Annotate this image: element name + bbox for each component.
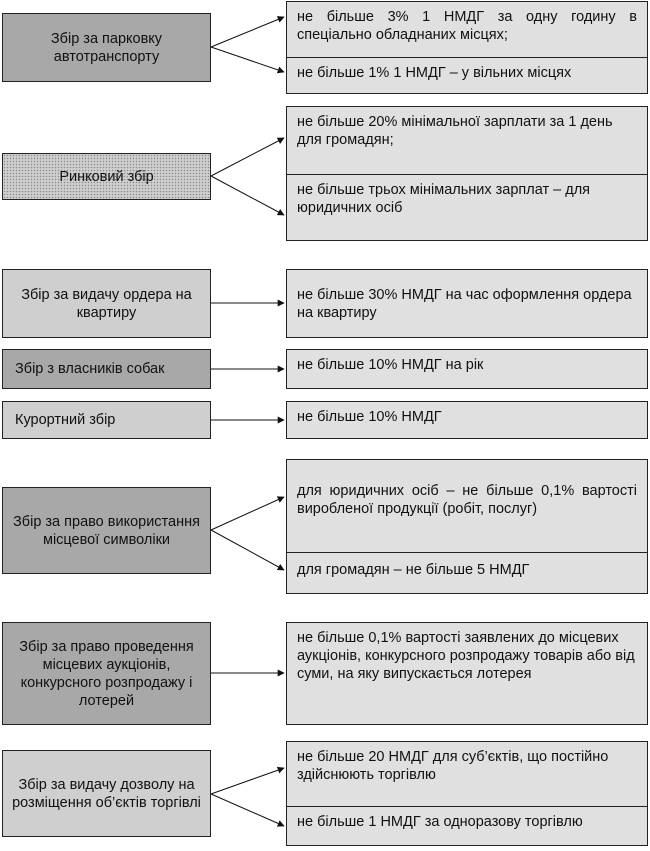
- fee-label-parking: Збір за парковку автотранспорту: [50, 30, 163, 65]
- rate-box-trade-permit: не більше 20 НМДГ для суб’єктів, що пост…: [286, 741, 648, 846]
- rate-dogs: не більше 10% НМДГ на рік: [297, 357, 484, 373]
- arrow-trade-onetime: [210, 793, 285, 827]
- fee-box-trade-permit: Збір за видачу дозволу на розміщення об’…: [2, 750, 211, 837]
- fee-label-symbols: Збір за право використання місцевої симв…: [13, 513, 200, 548]
- rate-parking-free: не більше 1% 1 НМДГ – у вільних місцях: [287, 57, 647, 93]
- fee-box-parking: Збір за парковку автотранспорту: [2, 13, 211, 82]
- rate-symbols-citizens: для громадян – не більше 5 НМДГ: [287, 552, 647, 593]
- fee-box-warrant: Збір за видачу ордера на квартиру: [2, 269, 211, 338]
- rate-trade-onetime: не більше 1 НМДГ за одноразову торгівлю: [287, 806, 647, 845]
- fee-box-resort: Курортний збір: [2, 401, 211, 439]
- rate-market-legal: не більше трьох мінімальних зарплат – дл…: [287, 174, 647, 240]
- arrow-market-legal: [210, 175, 285, 216]
- rate-box-symbols: для юридичних осіб – не більше 0,1% варт…: [286, 459, 648, 594]
- fee-label-dogs: Збір з власників собак: [15, 361, 165, 377]
- fee-box-dogs: Збір з власників собак: [2, 349, 211, 389]
- fee-box-auctions: Збір за право проведення місцевих аукціо…: [2, 622, 211, 725]
- rate-warrant: не більше 30% НМДГ на час оформлення орд…: [297, 287, 632, 321]
- rate-box-warrant: не більше 30% НМДГ на час оформлення орд…: [286, 269, 648, 338]
- arrow-market-citizens: [210, 137, 285, 177]
- rate-auctions: не більше 0,1% вартості заявлених до міс…: [297, 630, 635, 682]
- rate-market-citizens: не більше 20% мінімальної зарплати за 1 …: [297, 114, 613, 148]
- rate-box-auctions: не більше 0,1% вартості заявлених до міс…: [286, 622, 648, 725]
- rate-box-resort: не більше 10% НМДГ: [286, 401, 648, 439]
- rate-box-parking: не більше 3% 1 НМДГ за одну годину в спе…: [286, 1, 648, 94]
- rate-box-market: не більше 20% мінімальної зарплати за 1 …: [286, 106, 648, 241]
- arrow-parking-free: [210, 46, 285, 74]
- rate-resort: не більше 10% НМДГ: [297, 409, 442, 425]
- fee-label-resort: Курортний збір: [15, 412, 116, 428]
- arrow-symbols-legal: [210, 496, 285, 531]
- fee-box-market: Ринковий збір: [2, 153, 211, 200]
- rate-parking-equipped: не більше 3% 1 НМДГ за одну годину в спе…: [297, 9, 637, 43]
- rate-box-dogs: не більше 10% НМДГ на рік: [286, 349, 648, 389]
- fee-label-trade-permit: Збір за видачу дозволу на розміщення об’…: [12, 776, 201, 811]
- arrow-symbols-citizens: [210, 529, 285, 571]
- rate-symbols-legal: для юридичних осіб – не більше 0,1% варт…: [297, 483, 637, 517]
- fee-label-market: Ринковий збір: [59, 168, 154, 185]
- rate-trade-permanent: не більше 20 НМДГ для суб’єктів, що пост…: [297, 749, 609, 783]
- arrow-parking-equipped: [210, 16, 285, 48]
- fee-label-warrant: Збір за видачу ордера на квартиру: [21, 286, 192, 321]
- fee-label-auctions: Збір за право проведення місцевих аукціо…: [19, 638, 194, 709]
- arrow-trade-permanent: [210, 766, 285, 795]
- fee-box-symbols: Збір за право використання місцевої симв…: [2, 487, 211, 574]
